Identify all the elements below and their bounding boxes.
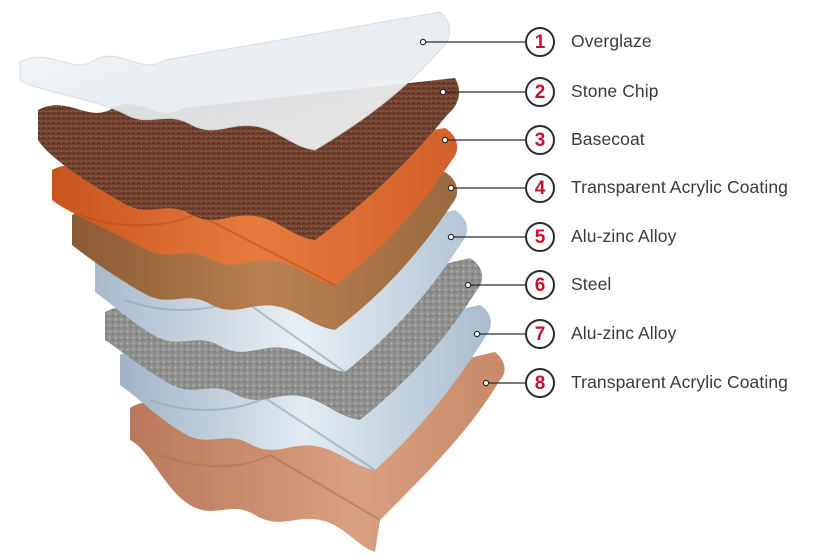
layer-label-alu-zinc-alloy: Alu-zinc Alloy [571, 226, 677, 246]
leader-lines [423, 41, 525, 384]
layer-label-transparent-acrylic-coating: Transparent Acrylic Coating [571, 177, 789, 197]
legend-item-5: 5 Alu-zinc Alloy [0, 222, 830, 252]
legend-item-6: 6 Steel [0, 270, 830, 300]
legend-item-8: 8 Transparent Acrylic Coating [0, 368, 830, 398]
number-badge-6: 6 [525, 270, 555, 300]
badge-number: 4 [534, 177, 546, 199]
badge-number: 7 [534, 323, 546, 345]
legend-item-2: 2 Stone Chip [0, 77, 830, 107]
layer-label-overglaze: Overglaze [571, 31, 652, 51]
number-badge-4: 4 [525, 173, 555, 203]
layer-label-stone-chip: Stone Chip [571, 81, 659, 101]
badge-number: 8 [534, 372, 546, 394]
legend-item-3: 3 Basecoat [0, 125, 830, 155]
legend-item-7: 7 Alu-zinc Alloy [0, 319, 830, 349]
badge-number: 2 [534, 81, 546, 103]
leader-dot-6 [464, 281, 472, 289]
leader-dot-8 [482, 379, 490, 387]
number-badge-8: 8 [525, 368, 555, 398]
leader-dot-4 [447, 184, 455, 192]
layer-label-alu-zinc-alloy: Alu-zinc Alloy [571, 323, 677, 343]
layer-1-overglaze [19, 11, 451, 151]
legend-item-1: 1 Overglaze [0, 27, 830, 57]
legend-item-4: 4 Transparent Acrylic Coating [0, 173, 830, 203]
number-badge-3: 3 [525, 125, 555, 155]
number-badge-2: 2 [525, 77, 555, 107]
badge-number: 6 [534, 274, 546, 296]
leader-dots [419, 38, 490, 387]
badge-number: 1 [534, 31, 546, 53]
badge-number: 3 [534, 129, 546, 151]
layer-label-transparent-acrylic-coating: Transparent Acrylic Coating [571, 372, 789, 392]
leader-dot-7 [473, 330, 481, 338]
badge-number: 5 [534, 226, 546, 248]
leader-dot-1 [419, 38, 427, 46]
layer-label-basecoat: Basecoat [571, 129, 645, 149]
number-badge-5: 5 [525, 222, 555, 252]
leader-dot-3 [441, 136, 449, 144]
number-badge-1: 1 [525, 27, 555, 57]
number-badge-7: 7 [525, 319, 555, 349]
leader-dot-2 [439, 88, 447, 96]
leader-dot-5 [447, 233, 455, 241]
layer-label-steel: Steel [571, 274, 612, 294]
